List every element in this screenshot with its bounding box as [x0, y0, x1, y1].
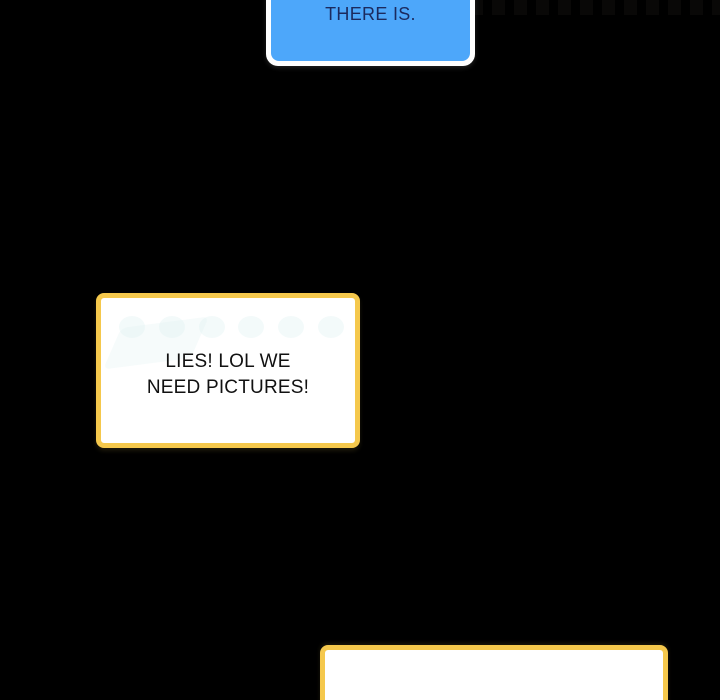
- speech-bubble-blue-fill: THERE IS.: [271, 0, 470, 61]
- speech-bubble-blue: THERE IS.: [266, 0, 475, 66]
- speech-box-yellow-middle: LIES! LOL WE NEED PICTURES!: [96, 293, 360, 448]
- faint-texture-strip: [470, 0, 720, 15]
- speech-box-middle-text-line1: LIES! LOL WE: [165, 350, 291, 372]
- speech-box-yellow-middle-textwrap: LIES! LOL WE NEED PICTURES!: [101, 298, 355, 443]
- speech-box-yellow-bottom: [320, 645, 668, 700]
- speech-box-middle-text-line2: NEED PICTURES!: [146, 376, 310, 398]
- speech-bubble-blue-text: THERE IS.: [325, 3, 416, 24]
